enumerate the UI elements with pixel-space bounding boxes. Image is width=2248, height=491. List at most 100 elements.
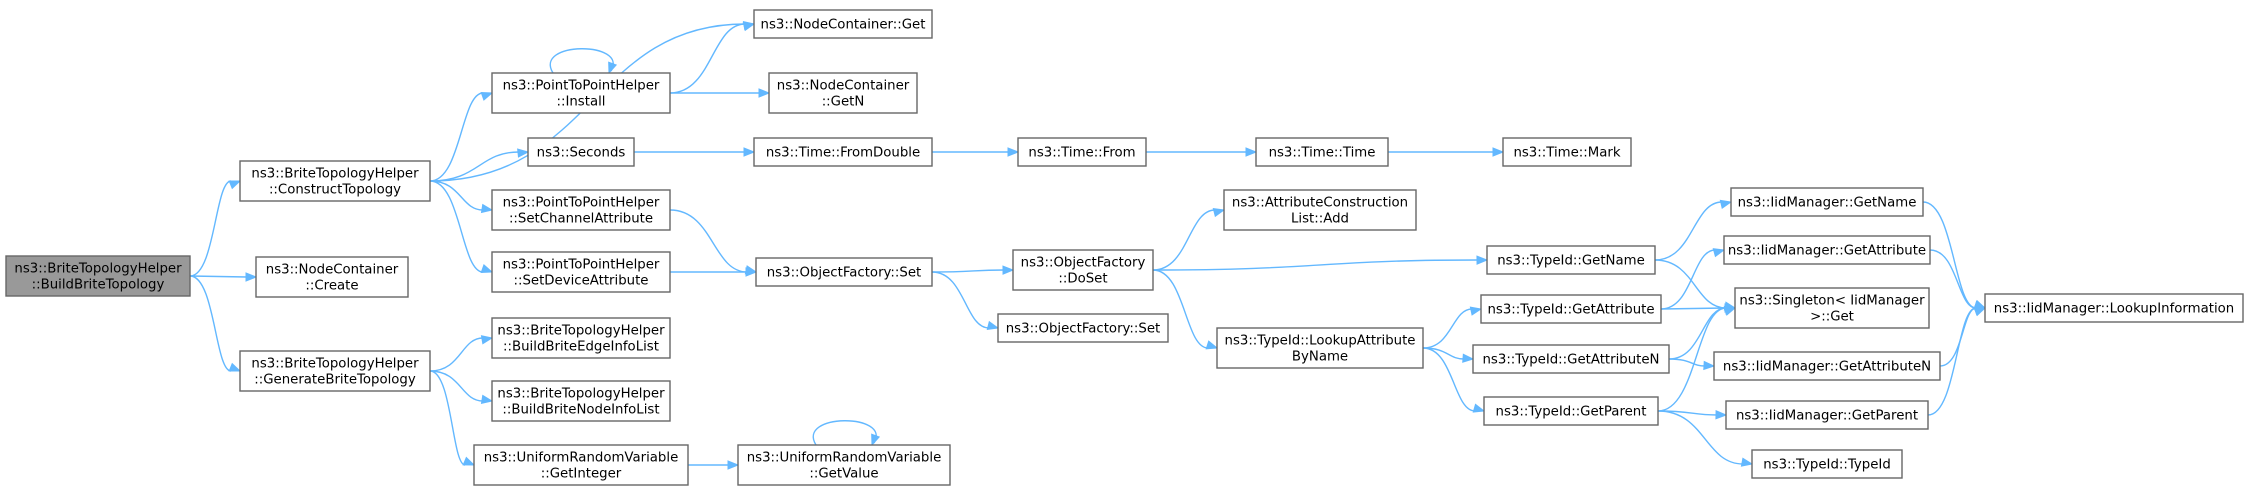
function-node-box <box>239 160 431 202</box>
function-node-tidgetparent[interactable]: ns3::TypeId::GetParent <box>1483 396 1659 426</box>
function-node-box <box>255 256 409 298</box>
call-edge-arrowhead <box>1740 457 1754 467</box>
call-edge-line <box>1654 259 1727 309</box>
function-node-ncget[interactable]: ns3::NodeContainer::Get <box>753 9 933 39</box>
function-node-label: ns3::BriteTopologyHelper <box>497 324 665 339</box>
function-node-p2pinstall[interactable]: ns3::PointToPointHelper::Install <box>491 72 671 114</box>
call-edge-arrowhead <box>480 203 494 214</box>
function-node-fromdouble[interactable]: ns3::Time::FromDouble <box>753 137 933 167</box>
function-node-box <box>1984 293 2244 323</box>
call-edge-line <box>429 370 484 402</box>
function-node-urvgetint[interactable]: ns3::UniformRandomVariable::GetInteger <box>473 444 689 486</box>
call-edge-arrowhead <box>1712 248 1726 258</box>
function-node-box <box>753 9 933 39</box>
call-edge-root-to-construct <box>189 180 242 277</box>
function-node-box <box>753 137 933 167</box>
function-node-box <box>1723 235 1931 265</box>
call-edge-line <box>429 92 484 182</box>
function-node-label: ns3::UniformRandomVariable <box>484 451 679 466</box>
edges-layer <box>189 20 1987 470</box>
function-node-urvgetval[interactable]: ns3::UniformRandomVariable::GetValue <box>737 444 951 486</box>
function-node-label: ns3::TypeId::GetParent <box>1496 405 1647 420</box>
call-edge-root-to-ncreate <box>189 272 258 282</box>
function-node-nodeinfo[interactable]: ns3::BriteTopologyHelper::BuildBriteNode… <box>491 380 671 422</box>
function-node-edgeinfo[interactable]: ns3::BriteTopologyHelper::BuildBriteEdge… <box>491 317 671 359</box>
call-edge-tidgetparent-to-singleton <box>1657 306 1737 412</box>
call-edge-arrowhead <box>228 180 242 190</box>
function-node-time[interactable]: ns3::Time::Time <box>1255 137 1389 167</box>
function-node-tidgetattrn[interactable]: ns3::TypeId::GetAttributeN <box>1472 344 1670 374</box>
call-edge-line <box>189 275 248 278</box>
function-node-imgetattrn[interactable]: ns3::IidManager::GetAttributeN <box>1713 351 1941 381</box>
function-node-from[interactable]: ns3::Time::From <box>1017 137 1147 167</box>
function-node-tidtypeid[interactable]: ns3::TypeId::TypeId <box>1751 449 1903 479</box>
function-node-label: ::ConstructTopology <box>269 183 401 198</box>
function-node-ncgetn[interactable]: ns3::NodeContainer::GetN <box>768 72 918 114</box>
call-edge-arrowhead <box>871 433 881 447</box>
function-node-imlookup[interactable]: ns3::IidManager::LookupInformation <box>1984 293 2244 323</box>
call-edge-line <box>429 337 484 372</box>
function-node-mark[interactable]: ns3::Time::Mark <box>1502 137 1632 167</box>
function-node-singleton[interactable]: ns3::Singleton< IidManager >::Get <box>1734 287 1930 329</box>
function-node-setdev[interactable]: ns3::PointToPointHelper::SetDeviceAttrib… <box>491 251 671 293</box>
function-node-label: ns3::BriteTopologyHelper <box>14 262 182 277</box>
function-node-construct[interactable]: ns3::BriteTopologyHelper::ConstructTopol… <box>239 160 431 202</box>
call-edge-line <box>669 23 746 94</box>
function-node-setchan[interactable]: ns3::PointToPointHelper::SetChannelAttri… <box>491 189 671 231</box>
call-edge-generate-to-urvgetint <box>429 370 476 466</box>
function-node-imgetattr[interactable]: ns3::IidManager::GetAttribute <box>1723 235 1931 265</box>
call-edge-p2pinstall-to-p2pinstall <box>549 48 618 75</box>
function-node-box <box>1730 187 1924 217</box>
call-edge-arrowhead <box>462 456 476 466</box>
function-node-label: ns3::Time::FromDouble <box>766 146 920 161</box>
call-edge-arrowhead <box>745 267 758 277</box>
call-edge-line <box>429 180 484 211</box>
function-node-tidgetname[interactable]: ns3::TypeId::GetName <box>1486 245 1656 275</box>
function-node-generate[interactable]: ns3::BriteTopologyHelper::GenerateBriteT… <box>239 350 431 392</box>
function-node-label: ns3::IidManager::LookupInformation <box>1994 302 2234 317</box>
call-edge-arrowhead <box>1715 410 1728 420</box>
call-edge-ofdoset-to-lookupattr <box>1152 269 1219 350</box>
function-node-label: >::Get <box>1810 310 1854 325</box>
call-edge-tidgetname-to-singleton <box>1654 259 1737 311</box>
function-node-label: ns3::TypeId::TypeId <box>1763 458 1891 473</box>
function-node-imgetparent[interactable]: ns3::IidManager::GetParent <box>1725 400 1929 430</box>
function-node-ncreate[interactable]: ns3::NodeContainer::Create <box>255 256 409 298</box>
call-edge-line <box>1927 307 1977 416</box>
function-node-label: ::Create <box>305 279 358 294</box>
call-edge-line <box>1922 201 1977 309</box>
function-node-box <box>491 189 671 231</box>
function-node-box <box>1725 400 1929 430</box>
function-node-label: ::BuildBriteNodeInfoList <box>502 403 659 418</box>
function-node-root[interactable]: ns3::BriteTopologyHelper::BuildBriteTopo… <box>5 255 191 297</box>
call-edge-tidgetname-to-imgetname <box>1654 199 1733 261</box>
function-node-imgetname[interactable]: ns3::IidManager::GetName <box>1730 187 1924 217</box>
function-node-ofset[interactable]: ns3::ObjectFactory::Set <box>755 257 933 287</box>
function-node-label: ::SetChannelAttribute <box>509 212 653 227</box>
call-edge-arrowhead <box>727 460 740 470</box>
call-edge-arrowhead <box>986 320 1000 331</box>
function-node-label: ns3::Time::From <box>1028 146 1135 161</box>
function-node-tidgetattr[interactable]: ns3::TypeId::GetAttribute <box>1480 294 1662 324</box>
call-edge-line <box>812 420 877 446</box>
function-node-label: ::GetValue <box>809 467 878 482</box>
call-edge-arrowhead <box>1973 307 1987 317</box>
call-edge-line <box>1668 358 1706 367</box>
function-node-label: ::BuildBriteEdgeInfoList <box>503 340 659 355</box>
function-node-label: ns3::AttributeConstruction <box>1232 196 1408 211</box>
function-node-ofset2[interactable]: ns3::ObjectFactory::Set <box>997 313 1169 343</box>
function-node-label: ns3::Seconds <box>537 146 626 161</box>
function-node-box <box>1502 137 1632 167</box>
function-node-label: ns3::NodeContainer <box>777 79 910 94</box>
function-node-seconds[interactable]: ns3::Seconds <box>527 137 635 167</box>
function-node-box <box>491 380 671 422</box>
function-node-label: ns3::NodeContainer::Get <box>761 18 926 33</box>
call-edge-arrowhead <box>1703 360 1716 371</box>
call-edge-line <box>549 48 614 74</box>
function-node-box <box>737 444 951 486</box>
function-node-ofdoset[interactable]: ns3::ObjectFactory::DoSet <box>1012 249 1154 291</box>
call-edge-construct-to-seconds <box>429 148 530 182</box>
